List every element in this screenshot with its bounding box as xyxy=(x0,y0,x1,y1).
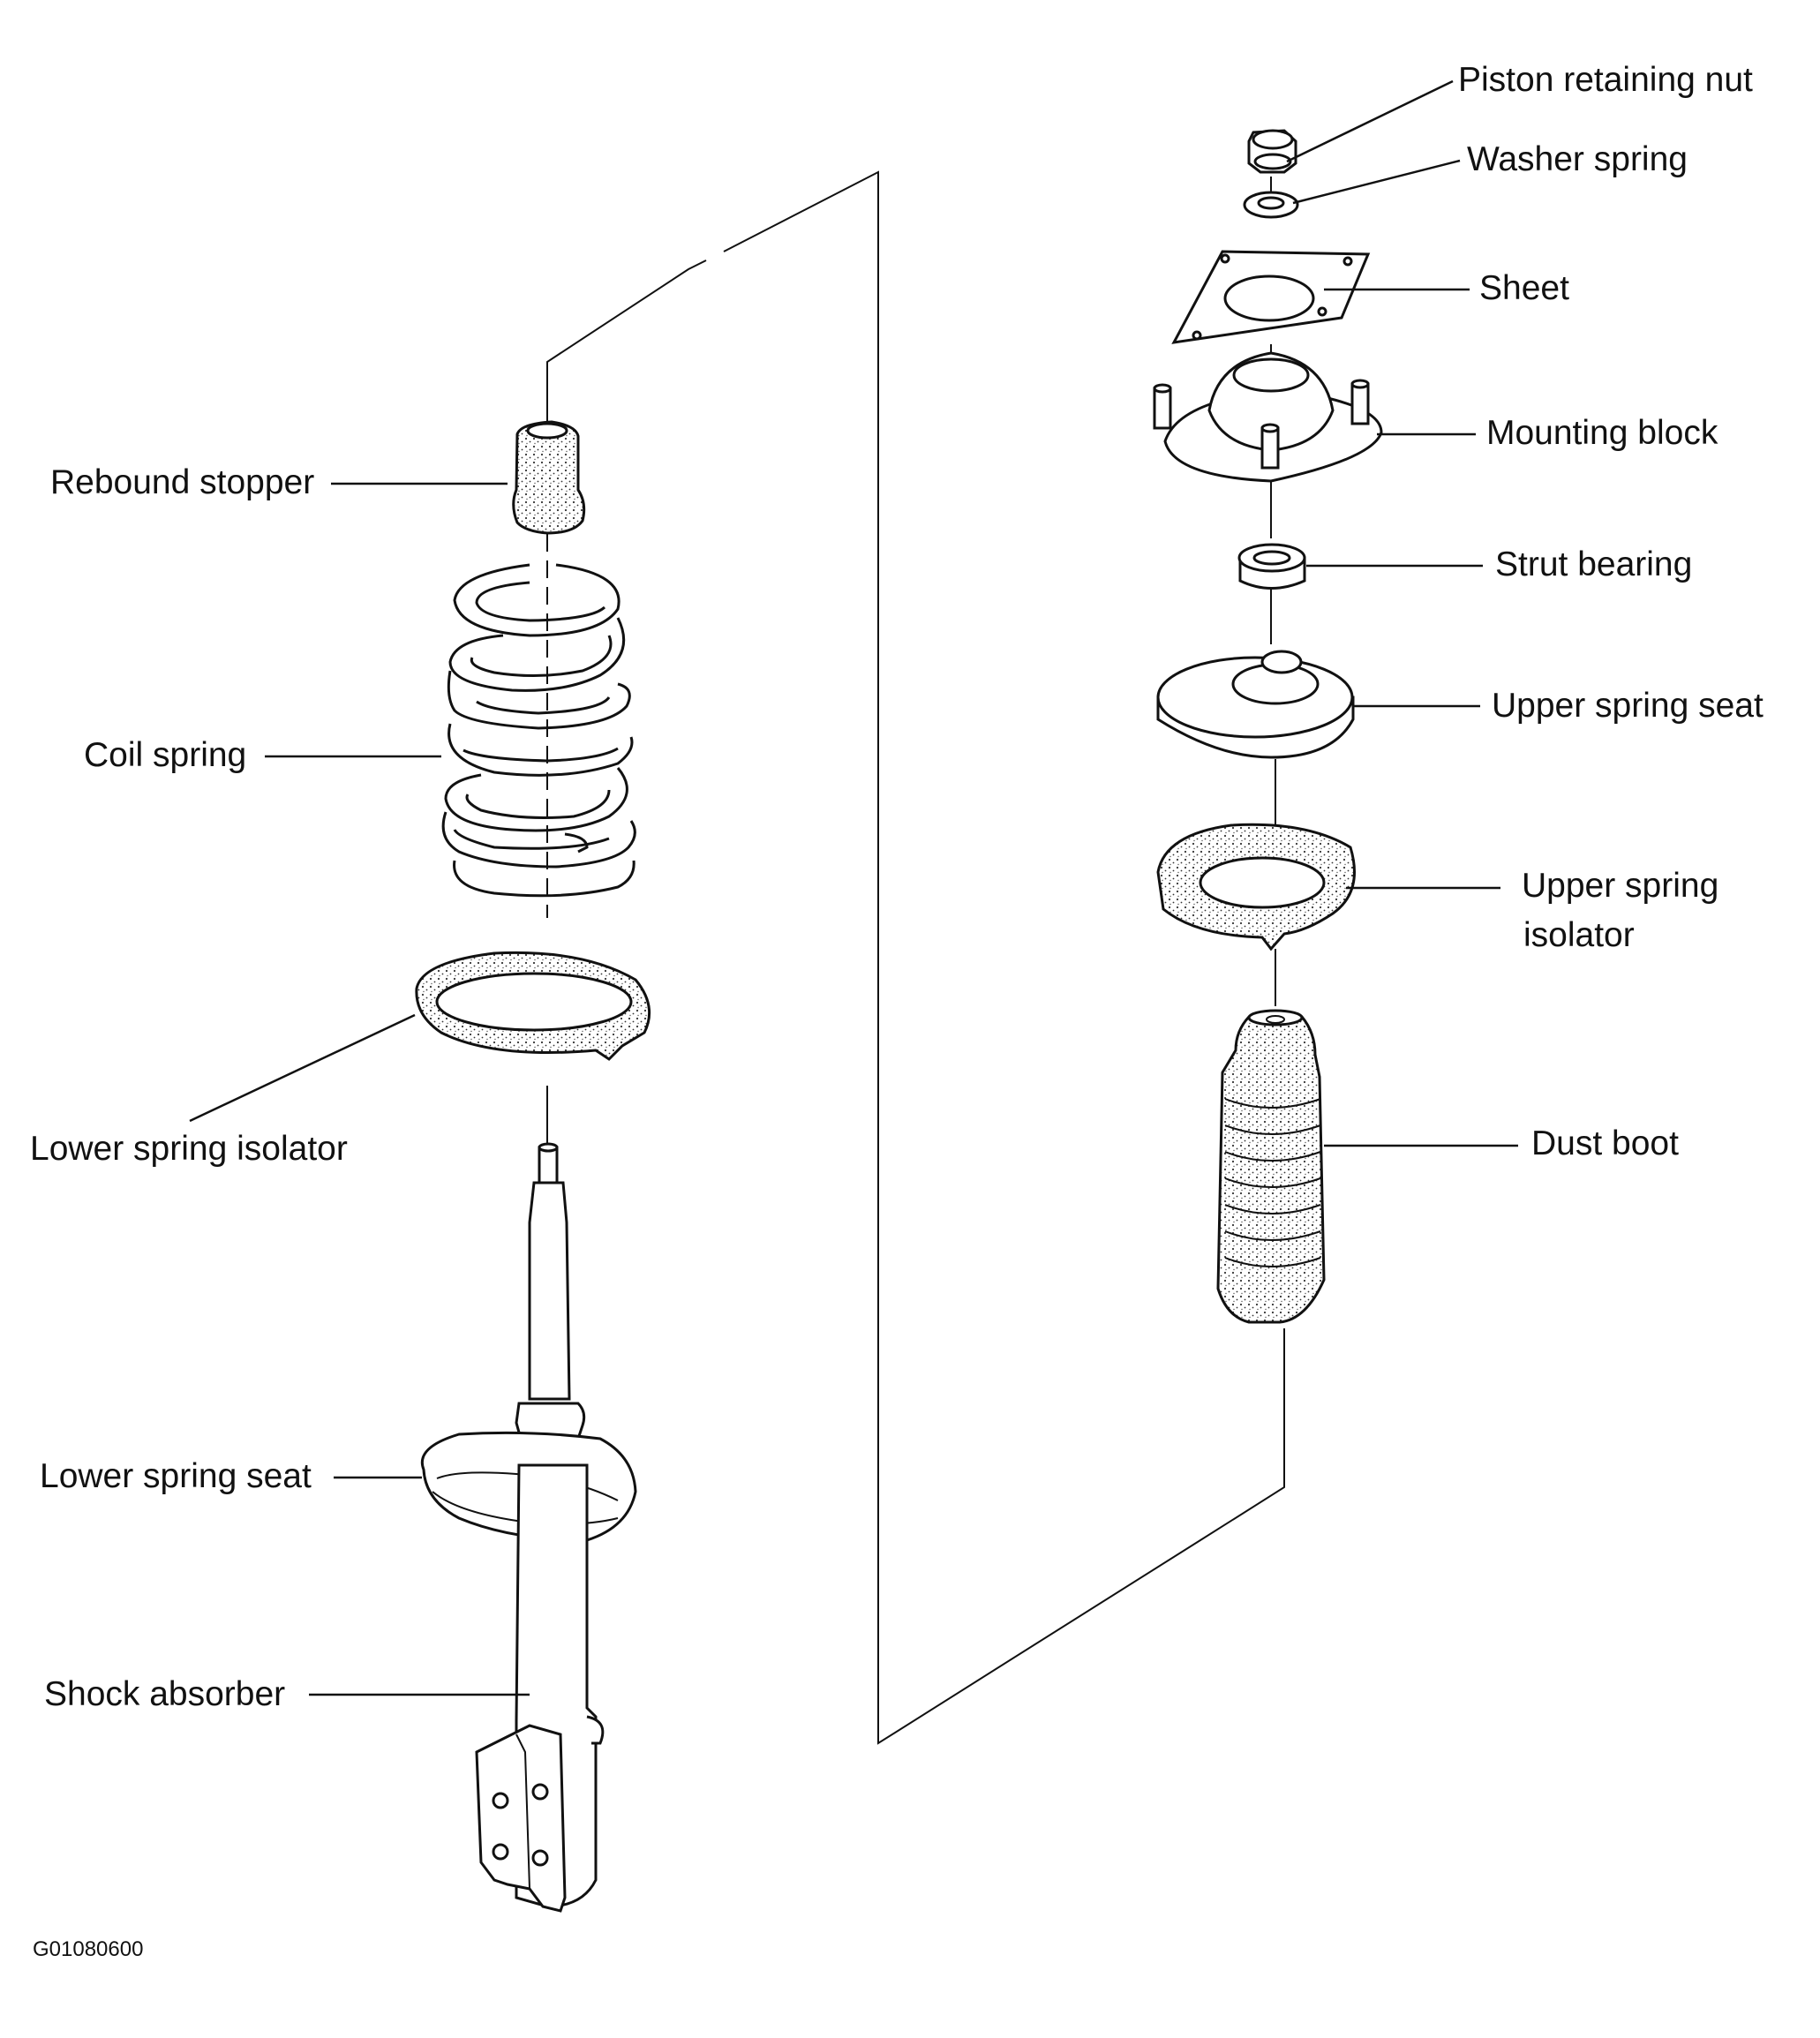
upper-spring-isolator-part xyxy=(1156,823,1356,951)
dust-boot-part xyxy=(1216,1009,1326,1324)
label-piston-retaining-nut: Piston retaining nut xyxy=(1458,61,1753,99)
washer-spring-part xyxy=(1243,191,1299,219)
label-upper-spring-isolator-line2: isolator xyxy=(1523,916,1635,954)
piston-retaining-nut-part xyxy=(1247,129,1297,174)
label-washer-spring: Washer spring xyxy=(1467,140,1688,178)
label-lower-spring-isolator: Lower spring isolator xyxy=(30,1130,348,1168)
strut-bearing-part xyxy=(1237,543,1306,590)
label-upper-spring-seat: Upper spring seat xyxy=(1492,687,1764,725)
label-strut-bearing: Strut bearing xyxy=(1495,545,1693,583)
label-dust-boot: Dust boot xyxy=(1531,1124,1679,1162)
figure-code: G01080600 xyxy=(33,1937,144,1961)
label-upper-spring-isolator-line1: Upper spring xyxy=(1522,867,1719,905)
label-coil-spring: Coil spring xyxy=(84,736,247,774)
rebound-stopper-part xyxy=(512,420,586,535)
sheet-part xyxy=(1171,250,1371,344)
label-rebound-stopper: Rebound stopper xyxy=(50,463,315,501)
coil-spring-part xyxy=(441,563,636,898)
lower-spring-isolator-part xyxy=(415,951,651,1061)
mounting-block-part xyxy=(1153,351,1383,483)
label-sheet: Sheet xyxy=(1479,269,1569,307)
assembly-lines xyxy=(546,170,1285,1745)
label-lower-spring-seat: Lower spring seat xyxy=(40,1457,312,1495)
shock-absorber-part xyxy=(421,1142,637,1913)
label-shock-absorber: Shock absorber xyxy=(44,1675,286,1713)
leader-lines xyxy=(189,79,1518,1696)
upper-spring-seat-part xyxy=(1156,650,1355,759)
label-mounting-block: Mounting block xyxy=(1486,414,1718,452)
